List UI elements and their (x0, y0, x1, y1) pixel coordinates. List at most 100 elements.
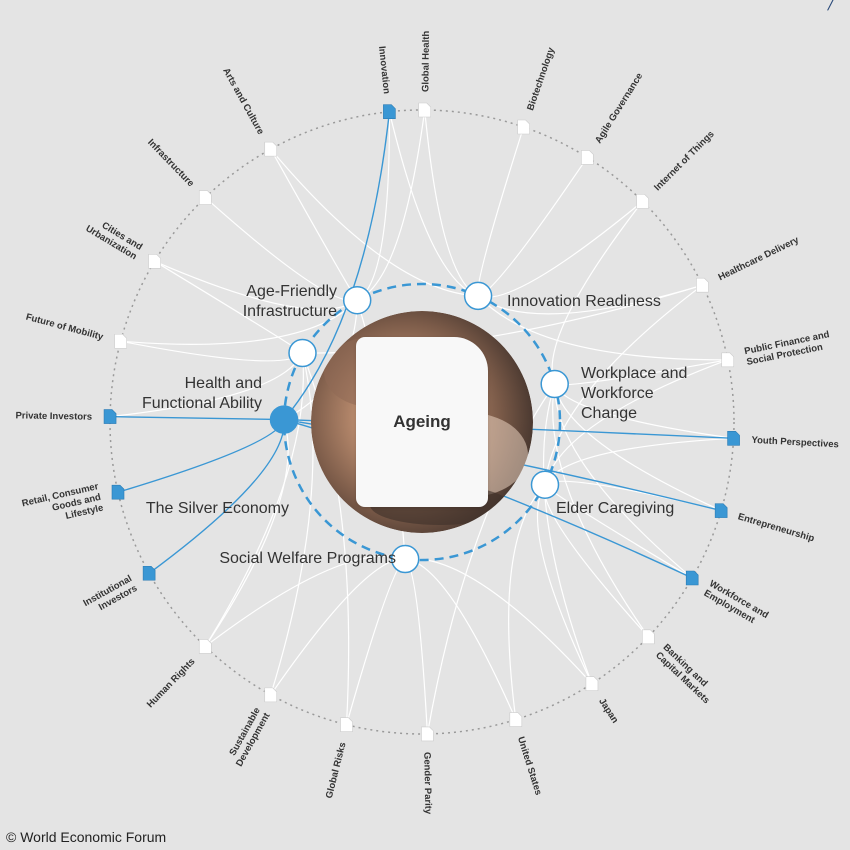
topic-healthcare[interactable]: Healthcare Delivery (696, 234, 801, 293)
topic-label: Cities andUrbanization (84, 214, 145, 263)
topic-label: Biotechnology (525, 45, 557, 112)
document-icon[interactable] (264, 141, 278, 157)
topic-sustainable[interactable]: SustainableDevelopment (224, 687, 278, 769)
topic-label: Innovation (376, 46, 392, 95)
key-issue-ec[interactable]: Elder Caregiving (530, 470, 675, 517)
document-icon[interactable] (696, 277, 709, 293)
link-ec-youth (544, 437, 734, 485)
topic-label: Entrepreneurship (737, 511, 816, 544)
key-issue-node[interactable] (269, 405, 299, 434)
key-issue-swp[interactable]: Social Welfare Programs (219, 544, 420, 574)
key-issue-label: Social Welfare Programs (219, 550, 396, 567)
document-icon[interactable] (418, 102, 432, 118)
document-icon[interactable] (714, 503, 728, 518)
topic-youth[interactable]: Youth Perspectives (727, 431, 840, 450)
key-issue-label: Innovation Readiness (507, 293, 661, 310)
topic-global-risks[interactable]: Global Risks (324, 717, 353, 800)
key-issue-node[interactable] (463, 281, 493, 311)
link-swp-global-risks (345, 558, 406, 725)
link-hfa-sustainable (270, 352, 314, 696)
topic-institutional[interactable]: InstitutionalInvestors (81, 565, 156, 618)
topic-japan[interactable]: Japan (585, 676, 621, 726)
link-swp-us (405, 558, 517, 720)
document-icon[interactable] (148, 254, 161, 269)
link-swp-sustainable (270, 558, 406, 696)
document-icon[interactable] (642, 629, 655, 645)
document-icon[interactable] (111, 484, 125, 500)
link-wwc-banking (552, 383, 649, 638)
document-icon[interactable] (383, 104, 396, 120)
document-icon[interactable] (585, 676, 599, 691)
topic-banking[interactable]: Banking andCapital Markets (642, 629, 719, 706)
key-issue-node[interactable] (540, 369, 569, 399)
link-afi-innovation (356, 111, 391, 301)
topic-label: SustainableDevelopment (224, 705, 273, 769)
topic-label: Retail, ConsumerGoods andLifestyle (21, 481, 105, 531)
key-issue-node[interactable] (390, 544, 420, 574)
document-icon[interactable] (340, 717, 353, 733)
document-icon[interactable] (509, 712, 523, 727)
topic-us[interactable]: United States (509, 712, 544, 797)
key-issue-label: The Silver Economy (146, 500, 289, 517)
topic-label: InstitutionalInvestors (81, 573, 139, 618)
link-ir-global-health (424, 109, 479, 297)
topic-private-investors[interactable]: Private Investors (15, 409, 117, 424)
topic-mobility[interactable]: Future of Mobility (25, 312, 127, 349)
topic-infrastructure[interactable]: Infrastructure (145, 137, 212, 205)
link-afi-global-health (356, 109, 426, 301)
document-icon[interactable] (142, 565, 156, 581)
key-issue-node[interactable] (342, 285, 372, 315)
topic-gender[interactable]: Gender Parity (421, 726, 434, 815)
topic-workforce[interactable]: Workforce andEmployment (685, 570, 770, 631)
key-issue-label: Elder Caregiving (556, 500, 674, 517)
topic-innovation[interactable]: Innovation (376, 46, 396, 120)
chevron-icon[interactable]: ╱ (827, 0, 836, 10)
topic-biotech[interactable]: Biotechnology (517, 45, 558, 135)
topic-label: United States (515, 735, 544, 796)
topic-entrepreneurship[interactable]: Entrepreneurship (714, 503, 816, 545)
key-issue-ir[interactable]: Innovation Readiness (463, 281, 661, 311)
center-title: Ageing (393, 412, 451, 431)
key-issue-ring (282, 282, 562, 562)
topic-retail[interactable]: Retail, ConsumerGoods andLifestyle (21, 481, 125, 531)
document-icon[interactable] (103, 409, 117, 424)
document-icon[interactable] (421, 726, 434, 742)
topic-label: Public Finance andSocial Protection (743, 329, 832, 368)
topic-human-rights[interactable]: Human Rights (145, 639, 212, 710)
document-icon[interactable] (264, 687, 278, 703)
topic-label: Internet of Things (652, 129, 717, 194)
topic-label: Japan (596, 696, 620, 725)
topic-arts[interactable]: Arts and Culture (220, 66, 278, 157)
document-icon[interactable] (721, 352, 735, 368)
document-icon[interactable] (198, 639, 212, 654)
topic-public-finance[interactable]: Public Finance andSocial Protection (721, 329, 833, 368)
topic-label: Private Investors (15, 410, 92, 422)
document-icon[interactable] (685, 570, 699, 586)
topic-cities[interactable]: Cities andUrbanization (84, 214, 161, 269)
topic-global-health[interactable]: Global Health (418, 31, 432, 118)
link-swp-human-rights (204, 555, 406, 647)
link-ir-agile (477, 157, 588, 297)
document-icon[interactable] (727, 431, 740, 446)
topic-iot[interactable]: Internet of Things (636, 129, 717, 209)
document-icon[interactable] (114, 333, 127, 349)
document-icon[interactable] (636, 194, 649, 209)
key-issue-node[interactable] (288, 338, 317, 368)
link-ec-healthcare (544, 284, 703, 485)
center-card[interactable]: Ageing (356, 337, 488, 507)
key-issue-node[interactable] (530, 470, 560, 499)
topic-label: Infrastructure (145, 137, 196, 189)
document-icon[interactable] (581, 150, 594, 165)
link-se-human-rights (204, 419, 289, 647)
topic-agile[interactable]: Agile Governance (581, 71, 645, 165)
key-issue-se[interactable]: The Silver Economy (146, 405, 299, 517)
link-se-retail (117, 419, 285, 493)
document-icon[interactable] (517, 119, 530, 135)
link-se-private-investors (109, 415, 285, 421)
document-icon[interactable] (198, 190, 212, 205)
copyright-text: © World Economic Forum (6, 829, 167, 845)
